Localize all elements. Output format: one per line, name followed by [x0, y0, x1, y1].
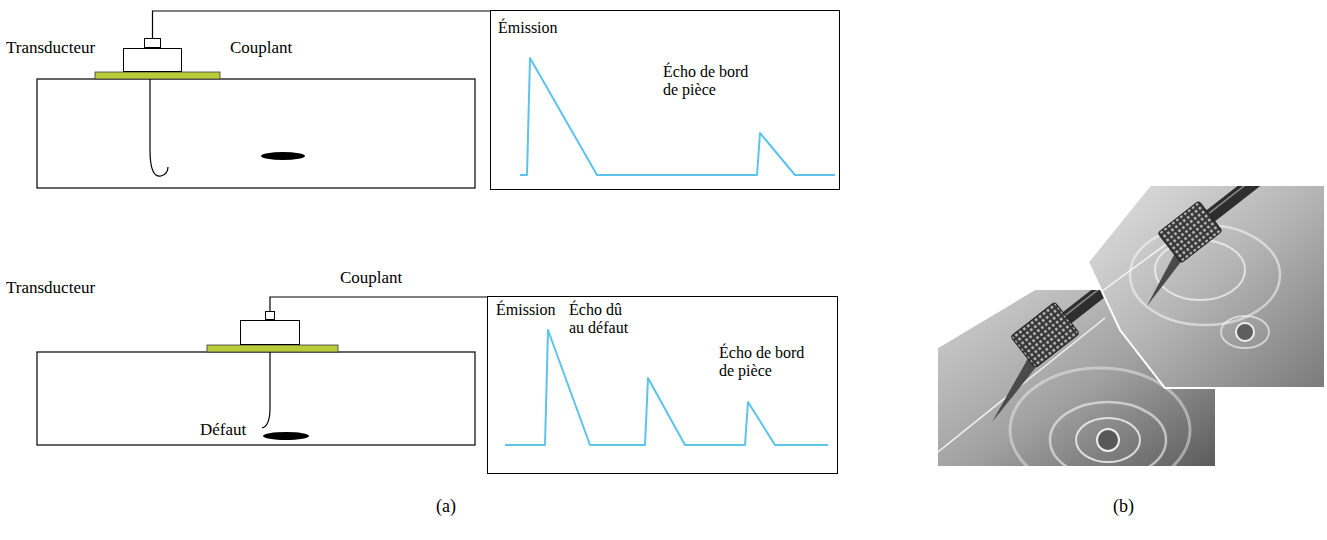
wave-front: [1050, 402, 1166, 478]
couplant-label: Couplant: [230, 38, 292, 57]
panel-caption: (a): [436, 496, 456, 516]
signal-label: Émission: [496, 301, 556, 319]
hole-reflector: [1097, 429, 1119, 451]
cable-highlight: [1209, 109, 1327, 214]
probe-connector: [144, 38, 161, 48]
echo-waveform: [505, 330, 828, 445]
couplant-label: Couplant: [340, 268, 402, 287]
test-piece: [37, 352, 475, 445]
photo-panel: [1088, 96, 1327, 388]
probe-cable: [1206, 106, 1327, 222]
probe-body: [1011, 302, 1080, 368]
signal-label: Écho de bord de pièce: [719, 344, 807, 380]
defect-shape: [263, 432, 309, 440]
probe-label: Transducteur: [6, 278, 95, 297]
echo-waveform: [520, 58, 835, 175]
wave-front: [1221, 316, 1269, 348]
probe-cable: [270, 297, 487, 320]
probe-wedge: [975, 359, 1045, 422]
defect-shape: [261, 152, 305, 160]
couplant-layer: [95, 72, 220, 79]
transducer-probe: Transducteur: [123, 48, 182, 72]
photo-border: [1088, 185, 1325, 388]
hole-reflector: [1236, 323, 1254, 341]
wave-front: [1076, 418, 1140, 462]
transducer-probe: Transducteur: [240, 320, 300, 345]
ultrasound-beam: [262, 352, 270, 428]
signal-label: Écho de bord de pièce: [663, 63, 751, 99]
oscilloscope-screen: ÉmissionÉcho de bord de pièce: [490, 10, 840, 190]
probe-cable: [153, 11, 491, 48]
oscilloscope-screen: Émission Écho dû au défautÉcho de bord de…: [487, 296, 838, 474]
ultrasound-beam: [150, 79, 168, 176]
defect-label: Défaut: [200, 420, 246, 439]
probe-connector: [265, 311, 275, 320]
signal-label: Écho dû au défaut: [569, 301, 635, 337]
panel-caption: (b): [1113, 496, 1134, 516]
photo-ground: [1088, 185, 1325, 388]
probe-label: Transducteur: [6, 38, 95, 57]
signal-label: Émission: [498, 19, 558, 37]
probe-photo: [1115, 96, 1327, 306]
probe-body: [1158, 201, 1222, 263]
couplant-layer: [207, 345, 338, 352]
test-piece: [37, 79, 475, 188]
